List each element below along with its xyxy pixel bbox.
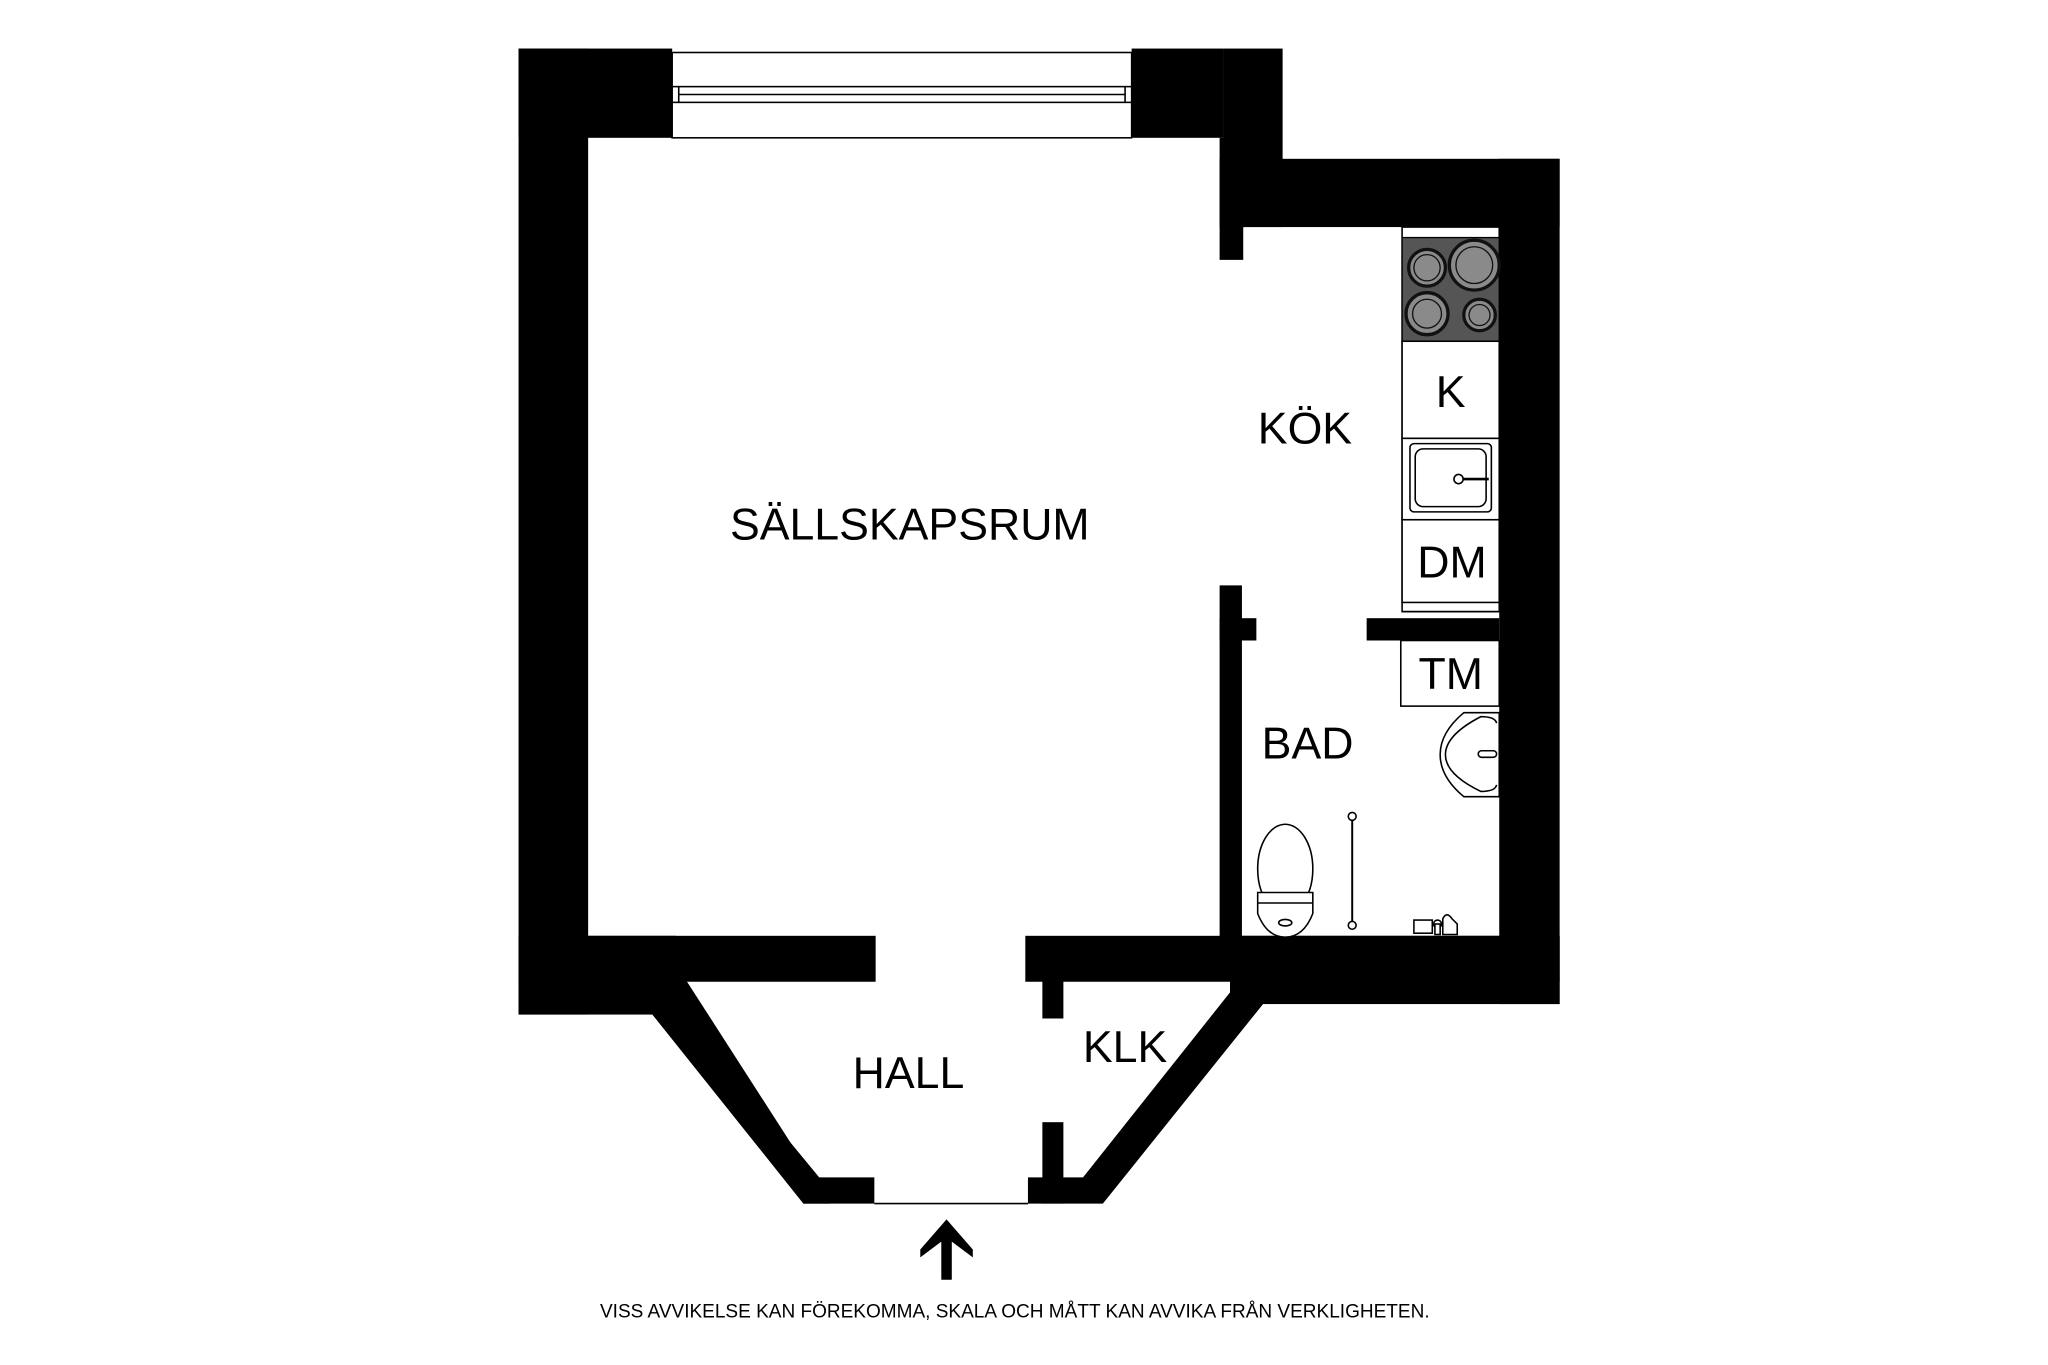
room-label-living: SÄLLSKAPSRUM [730,500,1090,549]
window [671,51,1133,139]
fridge-box [1401,340,1501,440]
washbasin-icon [1439,711,1501,798]
fridge-label: K [1436,368,1466,417]
disclaimer-text: VISS AVVIKELSE KAN FÖREKOMMA, SKALA OCH … [600,1302,1430,1323]
bathroom-fixtures: TM [1256,639,1501,938]
shower-faucet-icon [1413,914,1459,936]
dishwasher-label: DM [1417,539,1486,588]
kitchen-sink-icon [1401,437,1501,521]
kitchen-counter: K DM [1401,226,1501,613]
walls [518,48,1560,1204]
entrance-arrow-icon [920,1219,973,1280]
shower-rod-icon [1347,811,1357,931]
toilet-icon [1256,823,1314,938]
room-label-kitchen: KÖK [1258,405,1352,454]
room-label-hall: HALL [853,1049,965,1098]
washer-box [1399,639,1501,707]
room-label-bath: BAD [1262,720,1354,769]
washer-label: TM [1418,650,1482,699]
stove-icon [1401,236,1501,342]
room-label-closet: KLK [1083,1023,1168,1072]
dishwasher-box [1401,518,1501,604]
